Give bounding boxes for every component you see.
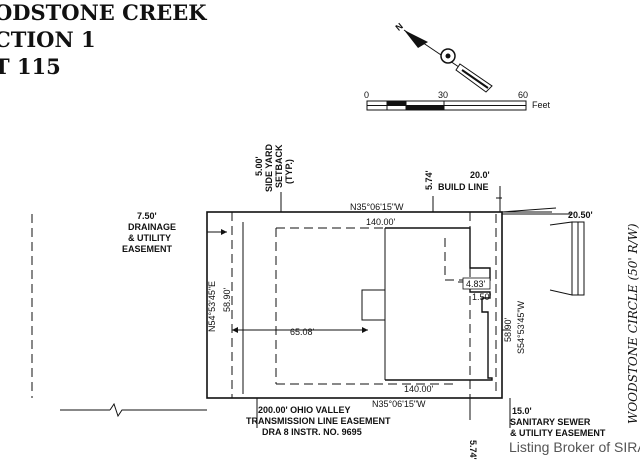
setback-line-4: (TYP.) bbox=[284, 159, 294, 184]
transmission-line-2: TRANSMISSION LINE EASEMENT bbox=[246, 416, 391, 426]
sanitary-line-3: & UTILITY EASEMENT bbox=[510, 428, 606, 438]
bottom-distance-label: 140.00' bbox=[404, 384, 434, 394]
easement-lines bbox=[31, 212, 497, 398]
setback-line-3: SETBACK bbox=[274, 144, 284, 188]
transmission-line-3: DRA 8 INSTR. NO. 9695 bbox=[262, 427, 362, 437]
scale-tick-60: 60 bbox=[518, 90, 528, 100]
top-offset-label: 5.74' bbox=[424, 170, 434, 190]
setback-line-2: SIDE YARD bbox=[264, 143, 274, 192]
setback-dist: 5.00' bbox=[254, 156, 264, 176]
transmission-line-1: 200.00' OHIO VALLEY bbox=[258, 405, 351, 415]
title-line-3: T 115 bbox=[0, 54, 61, 79]
left-bearing-label: N54°53'45"E bbox=[207, 281, 217, 332]
subdivision-title: ODSTONE CREEK CTION 1 T 115 bbox=[0, 0, 207, 79]
scale-tick-30: 30 bbox=[438, 90, 448, 100]
lot-boundary bbox=[206, 211, 503, 399]
title-line-1: ODSTONE CREEK bbox=[0, 0, 207, 25]
title-line-2: CTION 1 bbox=[0, 27, 96, 52]
right-bearing-label: S54°53'45"W bbox=[516, 300, 526, 354]
drainage-line-4: EASEMENT bbox=[122, 244, 173, 254]
road-name: WOODSTONE CIRCLE (50' R/W) bbox=[626, 223, 640, 424]
setback-label: 5.00' SIDE YARD SETBACK (TYP.) bbox=[254, 143, 294, 192]
top-bearing-label: N35°06'15"W bbox=[350, 202, 404, 212]
scale-tick-0: 0 bbox=[364, 90, 369, 100]
dim-6508-label: 65.08' bbox=[290, 327, 315, 337]
drainage-line-3: & UTILITY bbox=[128, 233, 171, 243]
house-footprint bbox=[361, 227, 493, 381]
right-setback-label: 20.50' bbox=[568, 210, 593, 220]
scale-unit: Feet bbox=[532, 100, 551, 110]
north-letter: N bbox=[393, 21, 404, 33]
drainage-line-2: DRAINAGE bbox=[128, 222, 176, 232]
driveway bbox=[501, 207, 585, 296]
scale-bar: 0 30 60 Feet bbox=[364, 90, 551, 111]
bottom-bearing-label: N35°06'15"W bbox=[372, 399, 426, 409]
dimension-lines bbox=[60, 186, 552, 428]
north-arrow-icon: N bbox=[393, 21, 493, 93]
listing-watermark: Listing Broker of SIRA bbox=[509, 439, 640, 455]
build-line-dist: 20.0' bbox=[470, 170, 490, 180]
drainage-dist: 7.50' bbox=[137, 211, 157, 221]
build-line-label: BUILD LINE bbox=[438, 182, 489, 192]
sanitary-line-2: SANITARY SEWER bbox=[510, 417, 591, 427]
bottom-offset-label: 5.74' bbox=[468, 440, 478, 460]
left-distance-label: 58.90' bbox=[222, 287, 232, 312]
sanitary-dist: 15.0' bbox=[512, 406, 532, 416]
right-distance-label: 58.90' bbox=[503, 317, 513, 342]
dim-483-label: 4.83' bbox=[466, 279, 486, 289]
dim-150-label: 1.50' bbox=[472, 292, 492, 302]
top-distance-label: 140.00' bbox=[366, 217, 396, 227]
